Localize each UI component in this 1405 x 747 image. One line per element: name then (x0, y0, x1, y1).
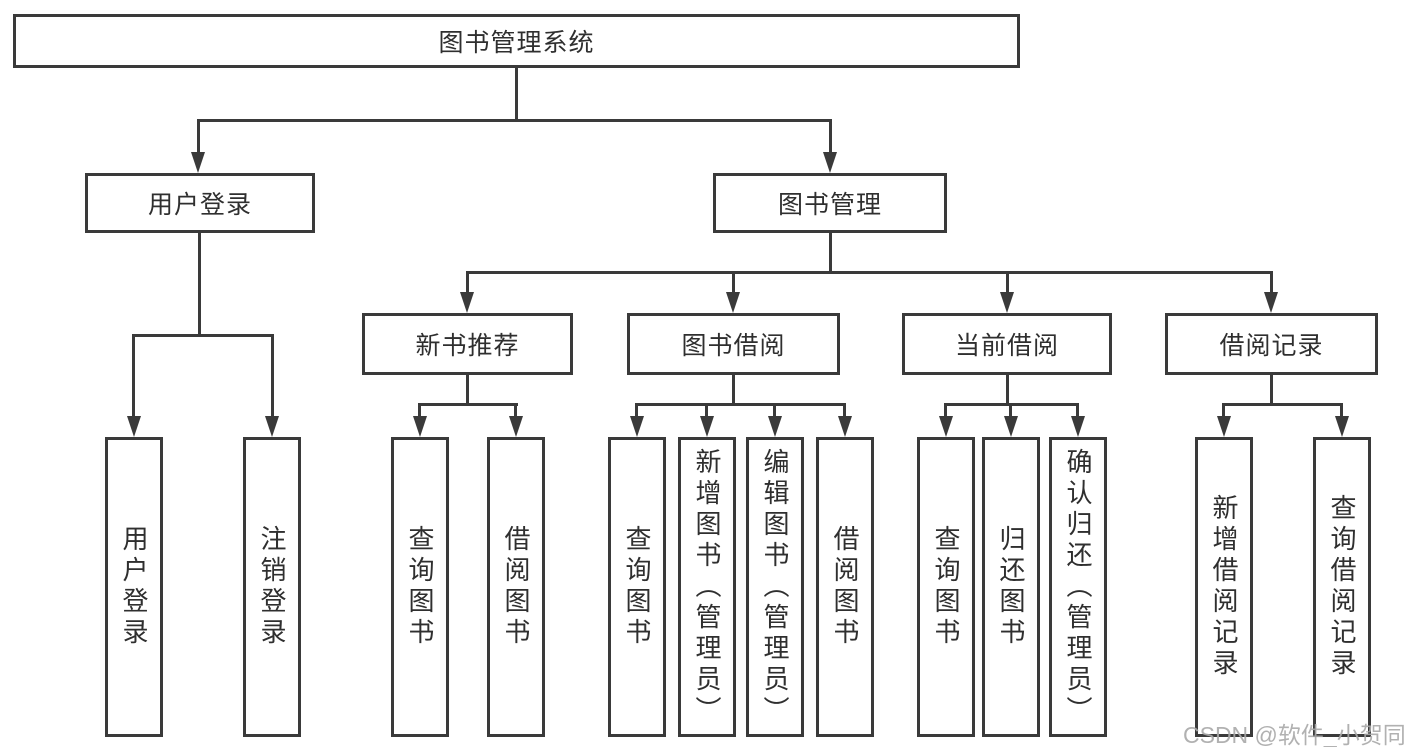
leaf-confirm-return-admin: 确认归还（管理员） (1049, 437, 1107, 737)
leaf-return-books: 归还图书 (982, 437, 1040, 737)
node-current-borrowing: 当前借阅 (902, 313, 1112, 375)
arrow-down-icon (191, 152, 205, 173)
connector-line (466, 271, 1273, 274)
connector-line (705, 403, 708, 417)
connector-line (418, 403, 421, 417)
connector-line (197, 119, 832, 122)
node-new-book-recommend: 新书推荐 (362, 313, 573, 375)
connector-line (132, 334, 274, 337)
connector-line (732, 271, 735, 293)
arrow-down-icon (700, 416, 714, 437)
connector-line (635, 403, 846, 406)
connector-line (944, 403, 947, 417)
connector-line (418, 403, 518, 406)
connector-line (1222, 403, 1343, 406)
connector-line (132, 334, 135, 417)
node-root: 图书管理系统 (13, 14, 1020, 68)
arrow-down-icon (630, 416, 644, 437)
arrow-down-icon (1217, 416, 1231, 437)
node-user-login: 用户登录 (85, 173, 315, 233)
arrow-down-icon (768, 416, 782, 437)
arrow-down-icon (509, 416, 523, 437)
connector-line (1006, 271, 1009, 293)
arrow-down-icon (265, 416, 279, 437)
watermark: CSDN @软件_小贺同学 (1183, 722, 1405, 747)
connector-line (466, 271, 469, 293)
leaf-query-borrow-record: 查询借阅记录 (1313, 437, 1371, 737)
connector-line (843, 403, 846, 417)
connector-line (732, 373, 735, 406)
arrow-down-icon (823, 152, 837, 173)
arrow-down-icon (1000, 292, 1014, 313)
connector-line (271, 334, 274, 417)
leaf-query-books-current: 查询图书 (917, 437, 975, 737)
connector-line (515, 66, 518, 121)
leaf-add-book-admin: 新增图书（管理员） (678, 437, 736, 737)
arrow-down-icon (838, 416, 852, 437)
connector-line (829, 119, 832, 155)
node-book-borrowing: 图书借阅 (627, 313, 840, 375)
arrow-down-icon (1335, 416, 1349, 437)
arrow-down-icon (1004, 416, 1018, 437)
connector-line (1006, 373, 1009, 406)
leaf-add-borrow-record: 新增借阅记录 (1195, 437, 1253, 737)
connector-line (466, 373, 469, 406)
connector-line (1076, 403, 1079, 417)
leaf-query-books-borrowing: 查询图书 (608, 437, 666, 737)
arrow-down-icon (1071, 416, 1085, 437)
arrow-down-icon (726, 292, 740, 313)
connector-line (829, 231, 832, 274)
connector-line (1222, 403, 1225, 417)
leaf-logout: 注销登录 (243, 437, 301, 737)
leaf-borrow-books-borrowing: 借阅图书 (816, 437, 874, 737)
node-book-management: 图书管理 (713, 173, 947, 233)
node-borrowing-records: 借阅记录 (1165, 313, 1378, 375)
leaf-borrow-books-recommend: 借阅图书 (487, 437, 545, 737)
connector-line (1009, 403, 1012, 417)
arrow-down-icon (1264, 292, 1278, 313)
connector-line (198, 231, 201, 337)
arrow-down-icon (939, 416, 953, 437)
connector-line (773, 403, 776, 417)
connector-line (197, 119, 200, 155)
arrow-down-icon (460, 292, 474, 313)
connector-line (514, 403, 517, 417)
leaf-edit-book-admin: 编辑图书（管理员） (746, 437, 804, 737)
connector-line (1270, 373, 1273, 406)
leaf-user-login: 用户登录 (105, 437, 163, 737)
arrow-down-icon (413, 416, 427, 437)
arrow-down-icon (127, 416, 141, 437)
connector-line (635, 403, 638, 417)
connector-line (1340, 403, 1343, 417)
connector-line (1270, 271, 1273, 293)
leaf-query-books-recommend: 查询图书 (391, 437, 449, 737)
